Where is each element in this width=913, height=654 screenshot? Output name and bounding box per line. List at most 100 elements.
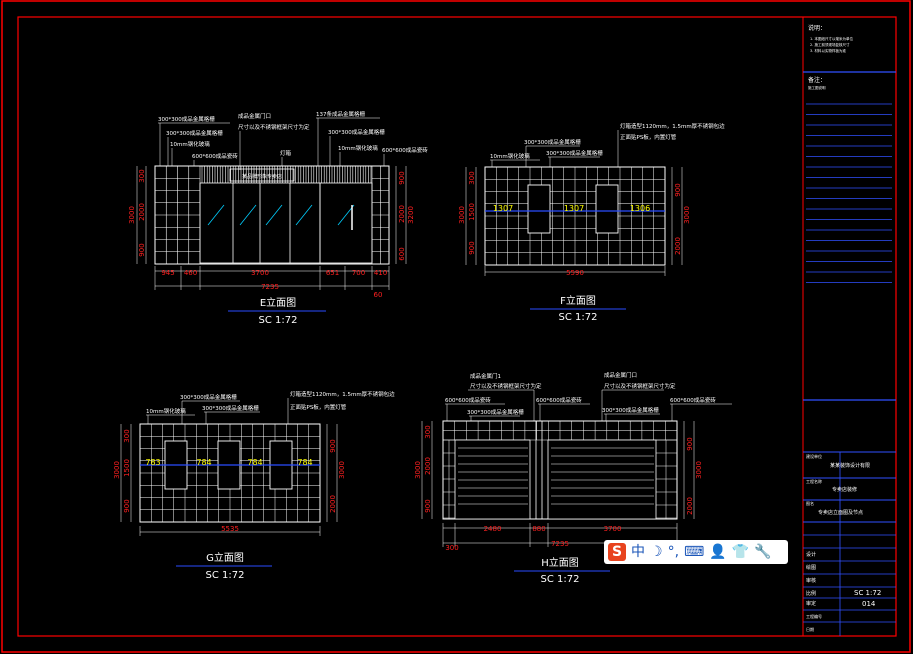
h-label-4: 600*600成品瓷砖 <box>536 396 582 404</box>
project-name-label: 工程名称 <box>806 478 822 484</box>
g-window-1: 784 <box>196 458 211 467</box>
h-scale: SC 1:72 <box>541 574 580 585</box>
f-label-1: 10mm钢化玻璃 <box>490 152 530 160</box>
inner-frame <box>17 16 897 637</box>
g-label-3: 灯箱造型1120mm，1.5mm厚不锈钢包边 <box>290 390 395 398</box>
job-label: 工程编号 <box>806 613 822 619</box>
f-dim-right-total: 3000 <box>683 206 691 224</box>
elevation-h[interactable] <box>442 420 678 520</box>
h-dim-right-total: 3000 <box>695 461 703 479</box>
h-dim-right-0: 900 <box>686 437 694 450</box>
moon-icon[interactable]: ☽ <box>650 544 663 560</box>
h-label-2: 600*600成品瓷砖 <box>445 396 491 404</box>
drawing-value: 专卖店立面图及节点 <box>818 509 863 516</box>
e-dim-right-total: 3200 <box>407 206 415 224</box>
h-label-5: 成品金属门口 <box>604 371 637 379</box>
f-label-3: 灯箱造型1120mm，1.5mm厚不锈钢包边 <box>620 122 725 130</box>
note-header: 说明： <box>808 24 826 32</box>
g-label-0: 300*300成品金属格栅 <box>180 393 237 401</box>
remark-header: 备注： <box>808 76 826 84</box>
e-label-9: 10mm钢化玻璃 <box>338 144 378 152</box>
h-dim-0: 2480 <box>484 525 502 533</box>
f-label-4: 正面贴PS板，内置灯管 <box>620 133 677 141</box>
g-dim-right-1: 2000 <box>329 495 337 513</box>
e-dim-3: 651 <box>326 269 339 277</box>
g-window-3: 784 <box>297 458 312 467</box>
g-dim-left-total: 3000 <box>113 461 121 479</box>
h-dim-1: 880 <box>532 525 545 533</box>
sogou-logo-icon[interactable]: S <box>608 543 626 561</box>
e-dim-left-0: 300 <box>138 169 146 182</box>
f-dim-left-total: 3000 <box>458 206 466 224</box>
keyboard-icon[interactable]: ⌨ <box>684 544 705 560</box>
e-dim-0: 945 <box>161 269 174 277</box>
user-icon[interactable]: 👤 <box>709 544 727 560</box>
f-window-2: 1306 <box>630 204 650 213</box>
e-dim-left-2: 900 <box>138 243 146 256</box>
e-label-5: 尺寸以及不锈钢框架尺寸为定 <box>238 123 310 131</box>
e-label-3: 600*600成品瓷砖 <box>192 152 238 160</box>
e-dim-left-total: 3000 <box>128 206 136 224</box>
e-dim-right-0: 900 <box>398 171 406 184</box>
elevation-g[interactable] <box>139 423 321 523</box>
h-dim-left-total: 3000 <box>414 461 422 479</box>
scale-label: 比例 <box>806 590 816 597</box>
g-dim-left-2: 900 <box>123 499 131 512</box>
h-title: H立面图 <box>541 556 579 569</box>
f-title: F立面图 <box>560 294 596 307</box>
date-label: 日期 <box>806 626 814 632</box>
e-title: E立面图 <box>260 296 296 309</box>
g-window-0: 783 <box>145 458 160 467</box>
h-dim-left-1: 2000 <box>424 457 432 475</box>
f-dim-left-2: 900 <box>468 241 476 254</box>
f-dim-right-0: 900 <box>674 183 682 196</box>
e-dim-4: 700 <box>352 269 365 277</box>
e-label-0: 300*300成品金属格栅 <box>158 115 215 123</box>
h-dim-left-2: 900 <box>424 499 432 512</box>
e-label-4: 成品金属门口 <box>238 112 271 120</box>
elevation-e[interactable]: 某品牌形象专卖店 <box>154 117 390 265</box>
e-dim-right-1: 2000 <box>398 205 406 223</box>
project-label: 建设单位 <box>806 453 822 459</box>
f-window-0: 1307 <box>493 204 513 213</box>
e-label-10: 600*600成品瓷砖 <box>382 146 428 154</box>
tools-icon[interactable]: 🔧 <box>754 544 772 560</box>
remark-sub: 施工图说明 <box>808 85 826 90</box>
e-label-7: 137条成品金属格栅 <box>316 110 365 118</box>
e-dim-total: 7235 <box>261 283 279 291</box>
note-line-2: 2. 施工前须现场复核尺寸 <box>810 42 850 47</box>
title-block: 说明： 1. 本图纸尺寸以毫米为单位 2. 施工前须现场复核尺寸 3. 材料以实… <box>802 17 896 636</box>
f-dim-left-1: 1500 <box>468 203 476 221</box>
e-label-8: 300*300成品金属格栅 <box>328 128 385 136</box>
h-dim-2: 3700 <box>604 525 622 533</box>
h-label-0: 成品金属门1 <box>470 372 501 380</box>
project-name-value: 专卖店装修 <box>832 486 857 493</box>
sheet-value: 014 <box>862 600 876 608</box>
h-label-7: 300*300成品金属格栅 <box>602 406 659 414</box>
note-line-1: 1. 本图纸尺寸以毫米为单位 <box>810 36 853 41</box>
g-window-2: 784 <box>247 458 262 467</box>
e-dim-1: 460 <box>184 269 197 277</box>
e-scale: SC 1:72 <box>259 315 298 326</box>
skin-icon[interactable]: 👕 <box>731 544 750 560</box>
g-dim-right-total: 3000 <box>338 461 346 479</box>
g-dim-left-1: 1500 <box>123 459 131 477</box>
e-dim-left-1: 2000 <box>138 203 146 221</box>
ime-toolbar[interactable]: S 中 ☽ °, ⌨ 👤 👕 🔧 <box>604 540 788 564</box>
punctuation-icon[interactable]: °, <box>667 544 680 560</box>
e-dim-5: 410 <box>374 269 387 277</box>
e-label-6: 灯箱 <box>280 149 292 157</box>
row-design: 设计 <box>806 551 816 558</box>
f-label-2: 300*300成品金属格栅 <box>546 149 603 157</box>
h-label-6: 尺寸以及不锈钢框架尺寸为定 <box>604 382 676 390</box>
ime-lang-toggle[interactable]: 中 <box>631 544 645 560</box>
project-value: 某某装饰设计有限 <box>830 462 870 469</box>
elevation-f[interactable] <box>484 166 666 266</box>
f-scale: SC 1:72 <box>559 312 598 323</box>
row-approve: 审定 <box>806 600 816 607</box>
h-dim-left-0: 300 <box>424 425 432 438</box>
f-dim-left-0: 300 <box>468 171 476 184</box>
g-title: G立面图 <box>206 551 244 564</box>
